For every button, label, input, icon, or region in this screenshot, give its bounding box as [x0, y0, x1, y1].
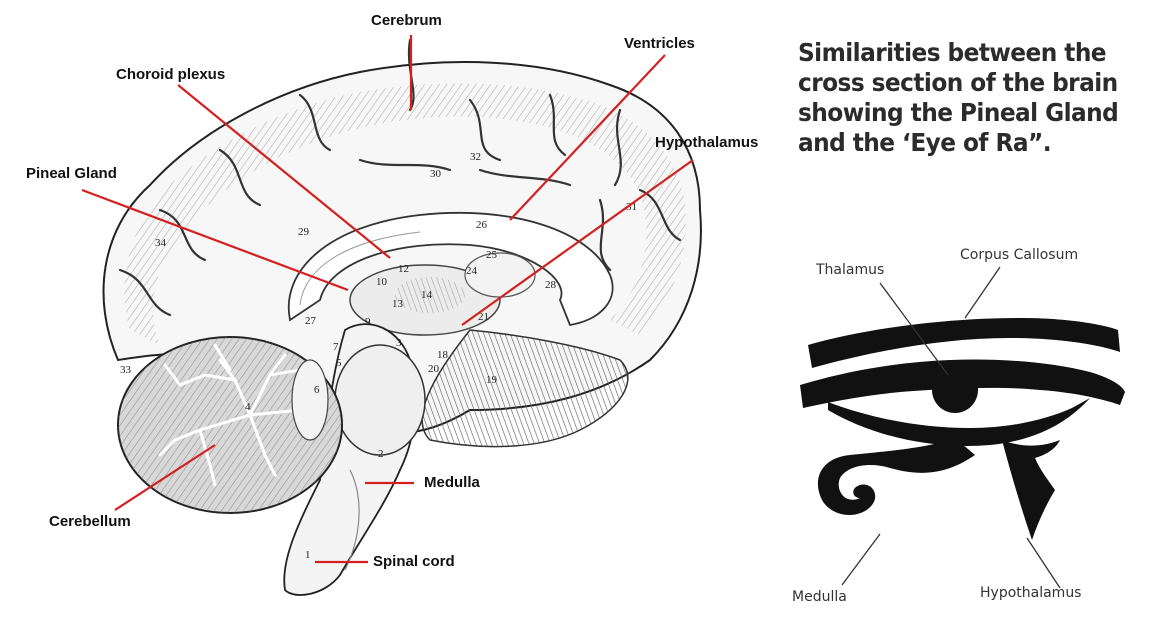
- eye-lower-lid: [828, 398, 1090, 446]
- eye-leader-lines: [841, 266, 1061, 589]
- title-line: cross section of the brain: [798, 68, 1118, 97]
- leader-lines: [81, 35, 694, 564]
- choroid-plexus-label: Choroid plexus: [116, 66, 226, 83]
- eye-brow: [808, 318, 1120, 368]
- region-number: 5: [336, 357, 342, 369]
- corpus-callosum-eye-label: Corpus Callosum: [960, 247, 1079, 263]
- region-number: 20: [428, 363, 440, 375]
- gyri-texture: [124, 83, 686, 345]
- region-number: 12: [398, 263, 409, 275]
- region-number: 13: [392, 298, 404, 310]
- region-number: 4: [245, 401, 251, 413]
- region-number: 3: [396, 337, 402, 349]
- ventricles-label: Ventricles: [624, 35, 695, 52]
- eye-teardrop: [1002, 440, 1060, 540]
- cerebrum-label: Cerebrum: [371, 12, 442, 29]
- region-number: 28: [545, 279, 557, 291]
- hypothalamus-label: Hypothalamus: [655, 134, 759, 151]
- arbor-vitae: [158, 343, 322, 487]
- eye-spiral: [817, 438, 975, 516]
- region-number: 2: [378, 448, 384, 460]
- region-number: 1: [305, 549, 311, 561]
- region-number: 21: [478, 311, 489, 323]
- region-number: 34: [155, 237, 167, 249]
- region-number: 29: [298, 226, 310, 238]
- region-number: 7: [333, 341, 339, 353]
- region-number: 30: [430, 168, 442, 180]
- region-number: 9: [365, 316, 371, 328]
- region-number: 10: [376, 276, 388, 288]
- medulla-label: Medulla: [424, 474, 480, 491]
- title-line: and the ‘Eye of Ra”.: [798, 128, 1052, 157]
- region-number: 19: [486, 374, 498, 386]
- title-line: showing the Pineal Gland: [798, 98, 1119, 127]
- region-number: 6: [314, 384, 320, 396]
- spinal-cord-label: Spinal cord: [373, 553, 455, 570]
- thalamus-eye-label: Thalamus: [816, 262, 885, 278]
- cerebellum-label: Cerebellum: [49, 513, 131, 530]
- region-number: 27: [305, 315, 317, 327]
- hypothalamus-eye-label: Hypothalamus: [980, 585, 1082, 601]
- region-number: 26: [476, 219, 488, 231]
- eye-pupil: [932, 367, 978, 413]
- region-number: 31: [626, 201, 637, 213]
- region-number: 14: [421, 289, 433, 301]
- figure-title: Similarities between the cross section o…: [798, 38, 1119, 158]
- region-number: 32: [470, 151, 481, 163]
- region-numbers: 32 30 26 25 31 34 29 24 12 10 13 14 28 2…: [120, 151, 637, 561]
- title-line: Similarities between the: [798, 38, 1107, 67]
- region-number: 33: [120, 364, 132, 376]
- region-number: 18: [437, 349, 449, 361]
- medulla-eye-label: Medulla: [792, 589, 847, 605]
- region-number: 25: [486, 249, 498, 261]
- region-number: 24: [466, 265, 478, 277]
- pineal-gland-label: Pineal Gland: [26, 165, 117, 182]
